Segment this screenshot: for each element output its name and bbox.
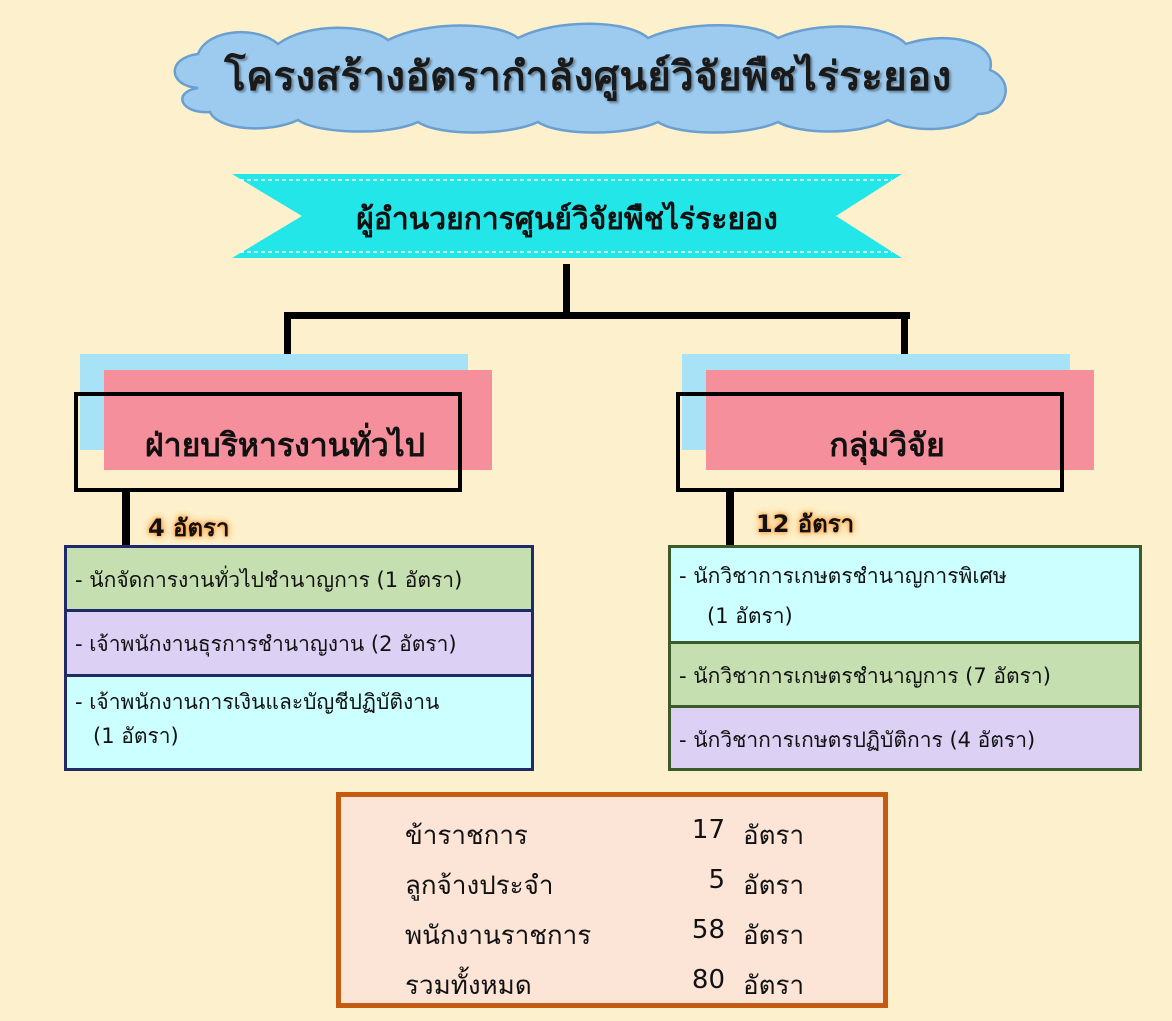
- left-dept-name: ฝ่ายบริหารงานทั่วไป: [144, 426, 426, 464]
- summary-label: รวมทั้งหมด: [405, 971, 532, 1001]
- right-dept-frame: [676, 392, 1064, 492]
- director-banner: [232, 174, 902, 258]
- summary-label: ลูกจ้างประจำ: [405, 871, 554, 901]
- left-position-list: - นักจัดการงานทั่วไปชำนาญการ (1 อัตรา) -…: [64, 545, 534, 771]
- connector-director-down: [563, 264, 570, 316]
- summary-value: 5: [708, 865, 725, 895]
- connector-horizontal: [284, 312, 910, 319]
- right-dept-name: กลุ่มวิจัย: [829, 426, 945, 464]
- summary-value: 58: [691, 915, 725, 945]
- summary-label: ข้าราชการ: [405, 821, 528, 851]
- summary-unit: อัตรา: [743, 821, 805, 851]
- left-dept-fill: [104, 370, 492, 470]
- title-cloud: [173, 22, 1007, 134]
- position-text: - นักจัดการงานทั่วไปชำนาญการ (1 อัตรา): [75, 568, 463, 592]
- left-dept-count: 4 อัตรา: [148, 514, 230, 542]
- summary-unit: อัตรา: [743, 971, 805, 1001]
- summary-value: 17: [691, 815, 725, 845]
- summary-label: พนักงานราชการ: [405, 921, 592, 951]
- right-dept-fill: [706, 370, 1094, 470]
- position-text: - นักวิชาการเกษตรชำนาญการพิเศษ: [679, 564, 1007, 588]
- connector-right-down: [901, 312, 908, 368]
- list-item: - เจ้าพนักงานธุรการชำนาญงาน (2 อัตรา): [67, 612, 531, 677]
- position-text: - นักวิชาการเกษตรปฏิบัติการ (4 อัตรา): [679, 728, 1036, 752]
- position-text: - นักวิชาการเกษตรชำนาญการ (7 อัตรา): [679, 664, 1051, 688]
- position-text: - เจ้าพนักงานธุรการชำนาญงาน (2 อัตรา): [75, 632, 457, 656]
- page-title: โครงสร้างอัตรากำลังศูนย์วิจัยพืชไร่ระยอง: [224, 54, 952, 100]
- position-text: - เจ้าพนักงานการเงินและบัญชีปฏิบัติงาน: [75, 690, 440, 714]
- summary-unit: อัตรา: [743, 921, 805, 951]
- right-position-list: - นักวิชาการเกษตรชำนาญการพิเศษ (1 อัตรา)…: [668, 545, 1142, 771]
- left-dept-frame: [74, 392, 462, 492]
- left-dept-connector: [122, 492, 130, 546]
- summary-unit: อัตรา: [743, 871, 805, 901]
- director-label: ผู้อำนวยการศูนย์วิจัยพืชไร่ระยอง: [356, 202, 778, 237]
- list-item: - นักวิชาการเกษตรชำนาญการพิเศษ (1 อัตรา): [671, 548, 1139, 644]
- summary-value: 80: [691, 965, 725, 995]
- right-dept-connector: [726, 492, 734, 546]
- summary-box: ข้าราชการ 17 อัตรา ลูกจ้างประจำ 5 อัตรา …: [336, 792, 888, 1008]
- right-dept-count: 12 อัตรา: [756, 510, 855, 538]
- position-text-cont: (1 อัตรา): [93, 724, 179, 748]
- list-item: - นักวิชาการเกษตรปฏิบัติการ (4 อัตรา): [671, 708, 1139, 768]
- position-text-cont: (1 อัตรา): [707, 604, 793, 628]
- connector-left-down: [284, 312, 291, 368]
- list-item: - นักจัดการงานทั่วไปชำนาญการ (1 อัตรา): [67, 548, 531, 612]
- list-item: - นักวิชาการเกษตรชำนาญการ (7 อัตรา): [671, 644, 1139, 708]
- list-item: - เจ้าพนักงานการเงินและบัญชีปฏิบัติงาน (…: [67, 677, 531, 768]
